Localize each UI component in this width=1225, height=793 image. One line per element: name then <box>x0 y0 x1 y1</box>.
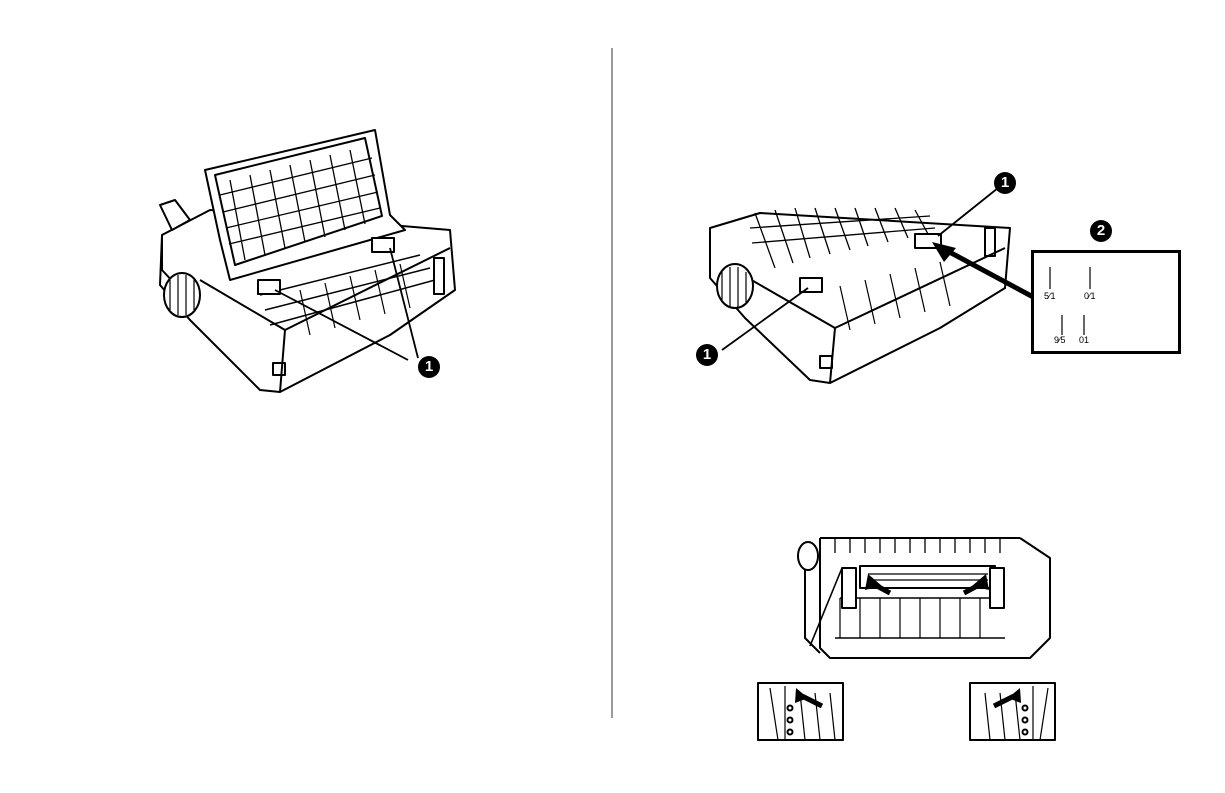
callout-number-1-left: 1 <box>696 344 718 366</box>
lever-scale-detail-box: 5⁄1 0⁄1 9⁄5 01 <box>1031 250 1181 354</box>
callout-number-2: 2 <box>1090 220 1112 242</box>
scale-label-upper-right: 0⁄1 <box>1084 291 1096 301</box>
page-divider <box>611 48 613 718</box>
scale-label-lower-right: 01 <box>1079 335 1089 345</box>
figure-printer-cover-open: 1 <box>150 120 470 400</box>
figure-paper-guide <box>750 528 1060 743</box>
printer-illustration-3 <box>750 528 1060 743</box>
scale-label-lower-left: 9⁄5 <box>1054 335 1066 345</box>
scale-label-upper-left: 5⁄1 <box>1044 291 1056 301</box>
callout-number-1-top: 1 <box>994 172 1016 194</box>
callout-number-1: 1 <box>418 356 440 378</box>
